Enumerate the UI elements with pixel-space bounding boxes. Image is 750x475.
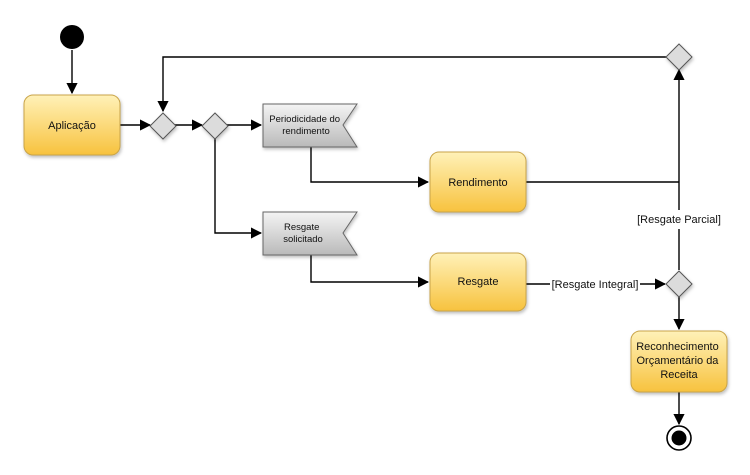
event-periodicidade-rendimento: Periodicidade do rendimento xyxy=(262,103,358,148)
decision-node-top xyxy=(665,43,693,71)
event-resgate-solicitado: Resgate solicitado xyxy=(262,211,358,256)
final-node xyxy=(666,425,692,451)
activity-resgate: Resgate xyxy=(429,252,527,312)
resgate-label: Resgate xyxy=(458,276,499,288)
aplicacao-label: Aplicação xyxy=(48,120,96,132)
decision-node-bottom xyxy=(665,270,693,298)
activity-rendimento: Rendimento xyxy=(429,151,527,213)
guard-resgate-integral: [Resgate Integral] xyxy=(552,279,639,291)
guard-resgate-parcial: [Resgate Parcial] xyxy=(637,214,721,226)
edges xyxy=(66,50,679,426)
rendimento-label: Rendimento xyxy=(448,177,507,189)
resgate-solicitado-label: Resgate solicitado xyxy=(283,222,323,245)
activity-aplicacao: Aplicação xyxy=(23,94,121,156)
decision-nodes xyxy=(149,43,693,298)
initial-node xyxy=(60,25,84,49)
activity-reconhecimento: Reconhecimento Orçamentário da Receita xyxy=(630,330,728,393)
edge-decision-to-resgate-solicitado xyxy=(214,138,263,239)
edge-resgate-solicitado-to-resgate xyxy=(310,255,430,288)
decision-node-split xyxy=(201,112,229,140)
merge-node xyxy=(149,112,177,140)
reconhecimento-label: Reconhecimento Orçamentário da Receita xyxy=(636,341,722,381)
edge-periodicidade-to-rendimento xyxy=(310,147,430,188)
periodicidade-label: Periodicidade do rendimento xyxy=(269,114,342,137)
edge-loop-back-to-merge xyxy=(157,56,666,113)
